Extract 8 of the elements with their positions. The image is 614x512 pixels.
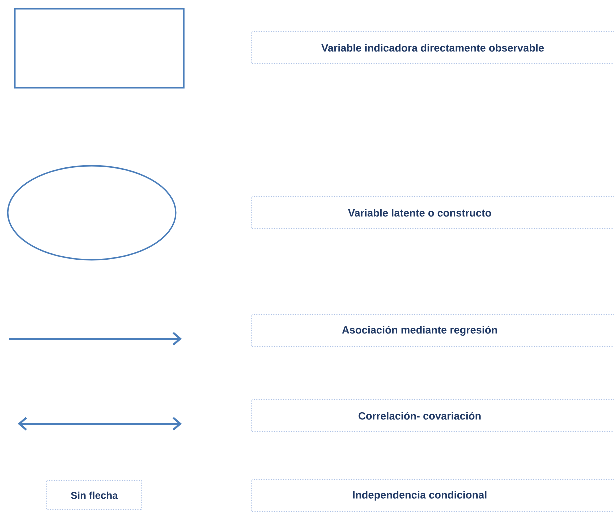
no-arrow-label: Sin flecha xyxy=(46,480,142,510)
legend-text-box: Variable indicadora directamente observable xyxy=(252,32,614,64)
ellipse-symbol xyxy=(7,165,177,261)
rectangle-symbol xyxy=(14,8,185,89)
legend-text-box: Independencia condicional xyxy=(252,480,614,512)
legend-text-box: Variable latente o constructo xyxy=(252,196,614,230)
legend-text-box: Asociación mediante regresión xyxy=(252,314,614,348)
legend-text-box: Correlación- covariación xyxy=(252,400,614,432)
